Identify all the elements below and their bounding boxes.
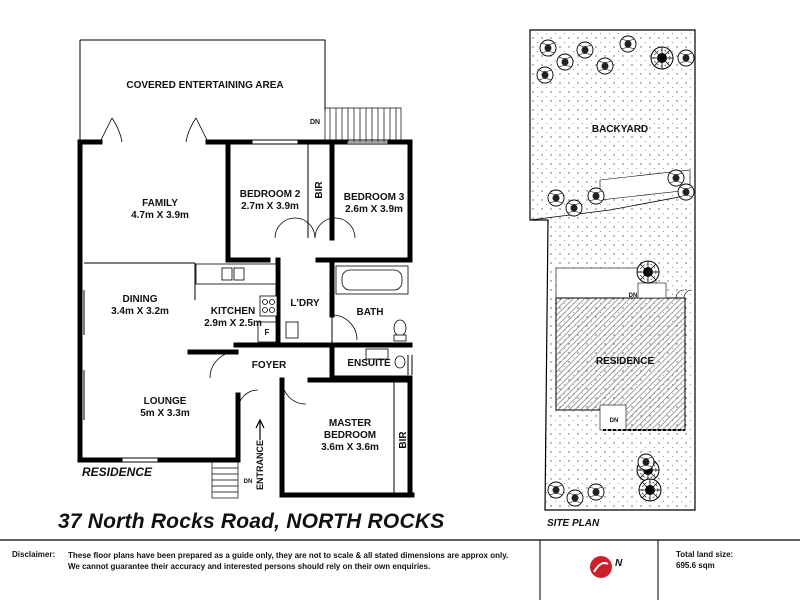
disclaimer-line-2: We cannot guarantee their accuracy and i… bbox=[68, 562, 431, 571]
disclaimer-line-1: These floor plans have been prepared as … bbox=[68, 551, 509, 560]
logo-icon: N bbox=[588, 552, 624, 582]
dn-bottom-label: DN bbox=[243, 479, 253, 485]
site-dn-bottom: DN bbox=[609, 418, 619, 424]
family-dim: 4.7m X 3.9m bbox=[131, 210, 189, 221]
bedroom2-label: BEDROOM 2 2.7m X 3.9m bbox=[232, 189, 308, 213]
site-plan bbox=[529, 29, 696, 511]
disclaimer-text: These floor plans have been prepared as … bbox=[68, 550, 508, 572]
bedroom2-name: BEDROOM 2 bbox=[239, 189, 301, 200]
disclaimer-label: Disclaimer: bbox=[12, 550, 56, 559]
master-dim: 3.6m X 3.6m bbox=[321, 442, 379, 453]
dn-top-label: DN bbox=[309, 119, 321, 126]
family-name: FAMILY bbox=[142, 198, 178, 209]
master-name: MASTER bbox=[328, 418, 372, 429]
bir2-label: BIR bbox=[398, 431, 409, 449]
lounge-name: LOUNGE bbox=[143, 396, 187, 407]
bedroom2-dim: 2.7m X 3.9m bbox=[241, 201, 299, 212]
kitchen-dim: 2.9m X 2.5m bbox=[204, 318, 262, 329]
floor-plan bbox=[77, 39, 415, 499]
laundry-label: L'DRY bbox=[290, 298, 320, 309]
footer: Disclaimer: These floor plans have been … bbox=[0, 540, 800, 600]
bedroom3-dim: 2.6m X 3.9m bbox=[345, 204, 403, 215]
foyer-label: FOYER bbox=[251, 360, 287, 371]
dining-name: DINING bbox=[122, 294, 158, 305]
land-size-label: Total land size: bbox=[676, 550, 734, 559]
residence-title: RESIDENCE bbox=[82, 465, 153, 479]
bedroom3-name: BEDROOM 3 bbox=[343, 192, 405, 203]
site-plan-title: SITE PLAN bbox=[547, 518, 600, 529]
master-name2: BEDROOM bbox=[323, 430, 377, 441]
kitchen-label: KITCHEN 2.9m X 2.5m bbox=[190, 306, 276, 330]
ensuite-label: ENSUITE bbox=[347, 358, 391, 369]
family-label: FAMILY 4.7m X 3.9m bbox=[110, 198, 210, 222]
site-dn-top: DN bbox=[628, 293, 638, 299]
bath-label: BATH bbox=[356, 307, 384, 318]
logo-letter: N bbox=[615, 558, 623, 569]
dining-label: DINING 3.4m X 3.2m bbox=[90, 294, 190, 318]
property-address: 37 North Rocks Road, NORTH ROCKS bbox=[58, 510, 445, 533]
lounge-dim: 5m X 3.3m bbox=[140, 408, 190, 419]
lounge-label: LOUNGE 5m X 3.3m bbox=[115, 396, 215, 420]
site-residence-label: RESIDENCE bbox=[595, 356, 655, 367]
master-bedroom-label: MASTER BEDROOM 3.6m X 3.6m bbox=[298, 418, 402, 454]
covered-area-label: COVERED ENTERTAINING AREA bbox=[126, 80, 284, 91]
kitchen-name: KITCHEN bbox=[210, 306, 256, 317]
bedroom3-label: BEDROOM 3 2.6m X 3.9m bbox=[336, 192, 412, 216]
fridge-label: F bbox=[264, 328, 270, 337]
backyard-label: BACKYARD bbox=[591, 124, 649, 135]
dining-dim: 3.4m X 3.2m bbox=[111, 306, 169, 317]
land-size-value: 695.6 sqm bbox=[676, 561, 715, 570]
bir1-label: BIR bbox=[314, 181, 325, 199]
